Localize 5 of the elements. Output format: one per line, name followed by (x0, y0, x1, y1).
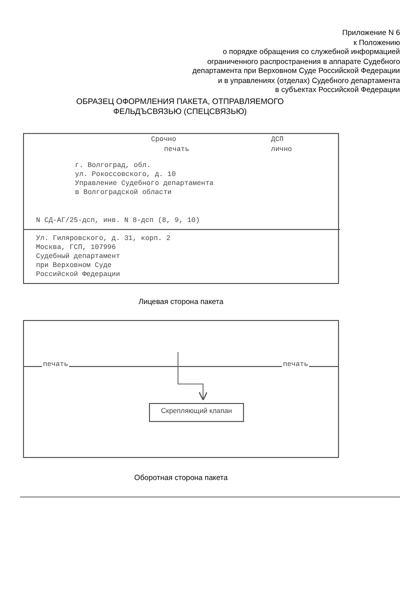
envelope-front (23, 133, 339, 284)
title: ОБРАЗЕЦ ОФОРМЛЕНИЯ ПАКЕТА, ОТПРАВЛЯЕМОГО ФЕЛЬДЪСВЯЗЬЮ (СПЕЦСВЯЗЬЮ) (75, 97, 285, 117)
bent-arrow (178, 352, 208, 401)
flap-box (149, 403, 244, 422)
envelope-back (23, 320, 339, 458)
